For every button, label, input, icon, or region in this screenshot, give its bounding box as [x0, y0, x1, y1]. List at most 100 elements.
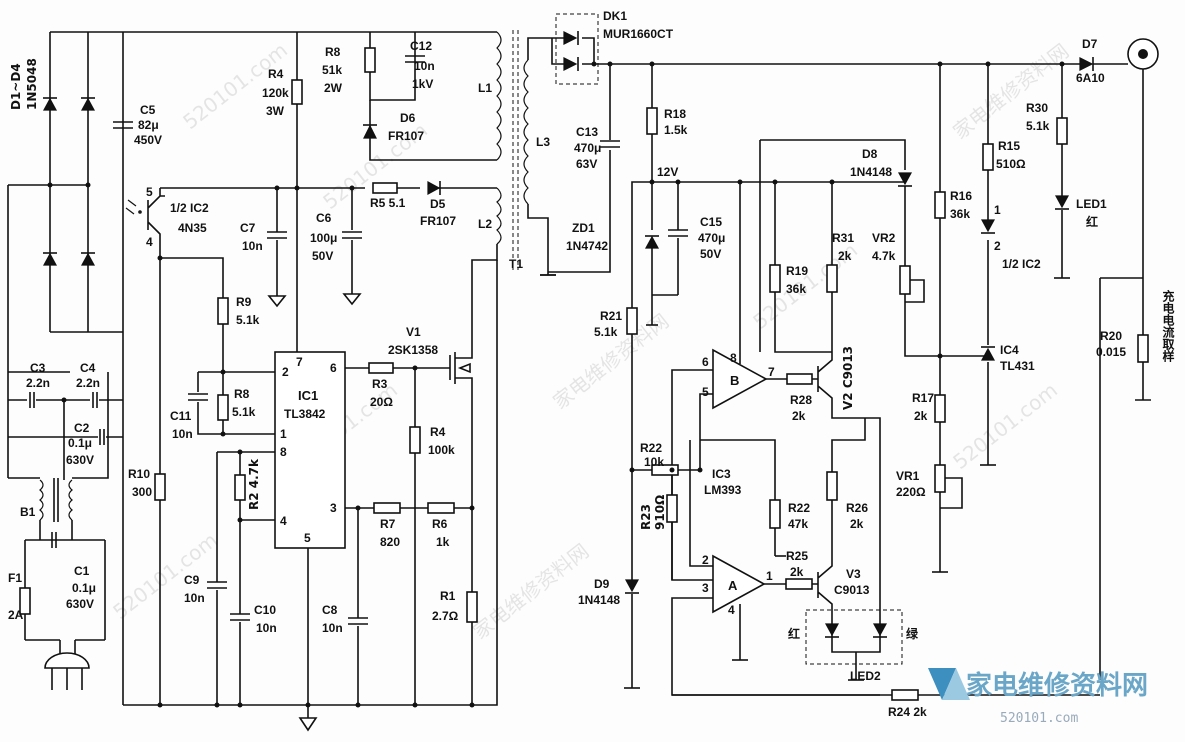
label-c15-vv: 50V: [700, 247, 721, 261]
label-c13-v: 470μ: [574, 141, 601, 155]
label-b1: B1: [20, 505, 36, 519]
label-c6-vv: 50V: [312, 249, 333, 263]
label-ic1-p7: 7: [296, 355, 303, 369]
label-led1-color: 红: [1086, 214, 1098, 229]
label-v3: V3: [846, 567, 861, 581]
label-zd1-part: 1N4742: [566, 239, 608, 253]
label-led2: LED2: [850, 669, 881, 683]
label-r8a-v: 51k: [322, 63, 342, 77]
label-zd1: ZD1: [572, 221, 595, 235]
label-d5: D5: [430, 197, 446, 211]
label-r18: R18: [664, 107, 686, 121]
label-c8-v: 10n: [322, 621, 343, 635]
label-r4b-v: 100k: [428, 443, 455, 457]
label-ic3-part: LM393: [704, 483, 742, 497]
label-t1: T1: [509, 257, 523, 271]
label-r21-v: 5.1k: [594, 325, 618, 339]
label-l2: L2: [478, 217, 492, 231]
label-d5-part: FR107: [420, 214, 456, 228]
label-r6: R6: [432, 517, 448, 531]
watermark-site: 520101.com: [948, 378, 1062, 474]
label-r15: R15: [998, 139, 1020, 153]
label-vr2-v: 4.7k: [872, 249, 896, 263]
label-r1: R1: [440, 589, 456, 603]
label-d9-part: 1N4148: [578, 593, 620, 607]
label-r8b-v: 5.1k: [232, 405, 256, 419]
label-r31: R31: [832, 231, 854, 245]
label-c4-v: 2.2n: [76, 376, 100, 390]
label-r16-v: 36k: [950, 207, 970, 221]
label-comp-a: A: [728, 578, 738, 593]
label-r15-v: 510Ω: [996, 157, 1026, 171]
label-r22b: R22: [788, 501, 810, 515]
label-c10: C10: [254, 603, 276, 617]
label-ic1-p6: 6: [330, 361, 337, 375]
label-v1-part: 2SK1358: [388, 343, 438, 357]
label-ic2: 1/2 IC2: [170, 201, 209, 215]
label-d7-part: 6A10: [1076, 71, 1105, 85]
label-c7-v: 10n: [242, 239, 263, 253]
bridge-rectifier: [7, 31, 133, 705]
label-r2: R2 4.7k: [247, 458, 261, 510]
label-c1-vv: 630V: [66, 597, 94, 611]
watermark-cn: 家电维修资料网: [948, 39, 1073, 144]
label-pin5: 5: [146, 185, 153, 199]
label-c12-vv: 1kV: [412, 77, 433, 91]
label-d8: D8: [862, 147, 878, 161]
label-r7-v: 820: [380, 535, 400, 549]
logo-site: 520101.com: [1000, 711, 1078, 726]
label-12v: 12V: [657, 165, 678, 179]
label-b-p7: 7: [768, 365, 775, 379]
label-r22a-v: 10k: [644, 455, 664, 469]
label-r5: R5 5.1: [370, 196, 406, 210]
label-pin4: 4: [146, 235, 153, 249]
label-c3: C3: [30, 361, 46, 375]
label-f1: F1: [8, 571, 22, 585]
label-c8: C8: [322, 603, 338, 617]
label-c6-v: 100μ: [310, 231, 337, 245]
label-c5-vv: 450V: [134, 133, 162, 147]
label-r22a: R22: [640, 441, 662, 455]
label-c9-v: 10n: [184, 591, 205, 605]
label-r8b: R8: [234, 387, 250, 401]
label-c13: C13: [576, 125, 598, 139]
label-ic1-p3: 3: [330, 501, 337, 515]
label-c2: C2: [74, 421, 90, 435]
label-c10-v: 10n: [256, 621, 277, 635]
label-c2-vv: 630V: [66, 453, 94, 467]
label-c11-v: 10n: [172, 427, 193, 441]
label-r3-v: 20Ω: [370, 395, 393, 409]
label-led1: LED1: [1076, 197, 1107, 211]
label-l3: L3: [536, 135, 550, 149]
label-r30-v: 5.1k: [1026, 119, 1050, 133]
label-r20: R20: [1100, 329, 1122, 343]
label-r22b-v: 47k: [788, 517, 808, 531]
label-c12-v: 10n: [414, 59, 435, 73]
label-c15: C15: [700, 215, 722, 229]
label-r26: R26: [846, 501, 868, 515]
label-ic1-p1: 1: [280, 427, 287, 441]
label-c3-v: 2.2n: [26, 376, 50, 390]
label-a-p3: 3: [702, 581, 709, 595]
label-r25-v: 2k: [790, 565, 804, 579]
label-r16: R16: [950, 189, 972, 203]
label-r28: R28: [790, 393, 812, 407]
label-c7: C7: [240, 221, 256, 235]
input-filter: [7, 372, 123, 690]
label-r24: R24 2k: [888, 705, 927, 719]
label-c12: C12: [410, 39, 432, 53]
label-r8a-w: 2W: [324, 81, 343, 95]
logo-text: 家电维修资料网: [966, 670, 1148, 701]
label-c2-v: 0.1μ: [68, 436, 92, 450]
site-logo: 家电维修资料网 520101.com: [928, 668, 1148, 726]
label-ic3: IC3: [712, 467, 731, 481]
label-a-p4: 4: [728, 603, 735, 617]
label-r6-v: 1k: [436, 535, 450, 549]
label-r4-w: 3W: [266, 104, 285, 118]
label-c9: C9: [184, 573, 200, 587]
label-c11: C11: [170, 409, 192, 423]
label-r25: R25: [786, 549, 808, 563]
label-ic1-p4: 4: [280, 514, 287, 528]
label-ic1: IC1: [298, 388, 318, 403]
